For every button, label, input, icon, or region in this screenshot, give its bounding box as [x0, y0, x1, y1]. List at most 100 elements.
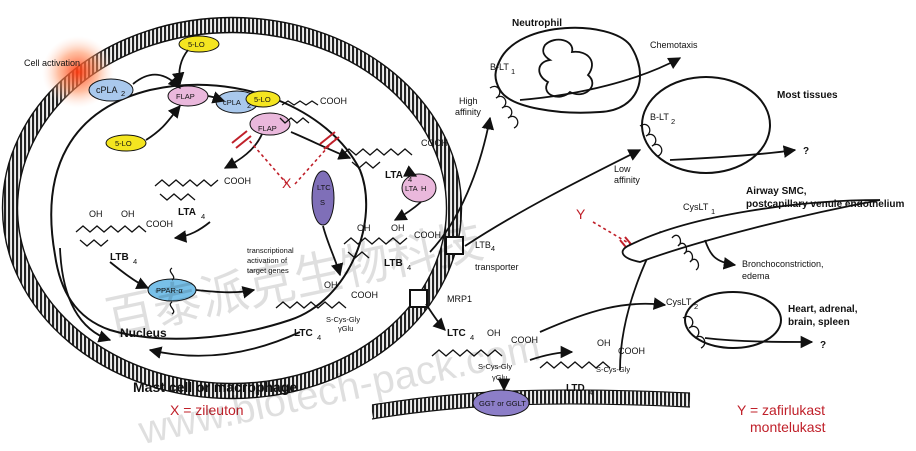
svg-text:brain, spleen: brain, spleen [788, 317, 850, 328]
svg-text:Heart, adrenal,: Heart, adrenal, [788, 304, 858, 315]
svg-text:edema: edema [742, 271, 770, 281]
lta4-molecule-inner: COOH LTA 4 [154, 176, 251, 221]
svg-text:H: H [421, 184, 426, 193]
svg-text:LTC: LTC [294, 328, 313, 339]
svg-text:4: 4 [201, 212, 205, 221]
svg-text:LTA: LTA [178, 207, 196, 218]
svg-text:LTC: LTC [447, 328, 466, 339]
svg-text:OH: OH [357, 223, 371, 233]
ggt-enzyme: GGT or GGLT [472, 389, 530, 417]
ltd4-molecule: OH COOH S-Cys-Gly LTD 4 [539, 338, 645, 397]
low-affinity-2: affinity [614, 175, 640, 185]
low-affinity-1: Low [614, 164, 631, 174]
svg-text:FLAP: FLAP [258, 124, 277, 133]
antagonist-inhibition: Y [576, 206, 636, 253]
y-drug-label-2: montelukast [750, 419, 826, 435]
svg-text:4: 4 [407, 263, 411, 272]
svg-text:COOH: COOH [511, 335, 538, 345]
y-drug-label-1: Y = zafirlukast [737, 402, 825, 418]
transcriptional-label: transcriptional activation of target gen… [247, 246, 294, 275]
svg-text:LTA: LTA [405, 184, 418, 193]
b-lt1-receptor: B-LT 1 [489, 62, 519, 129]
svg-text:?: ? [803, 146, 809, 157]
mrp1-box [409, 289, 428, 308]
svg-text:5-LO: 5-LO [188, 40, 205, 49]
most-tissues-cell: Most tissues B-LT 2 ? [639, 76, 838, 174]
chemotaxis-arrow [519, 57, 682, 101]
high-affinity-1: High [459, 96, 478, 106]
lta4-molecule-upper: COOH LTA 4 [341, 138, 448, 184]
svg-text:B-LT: B-LT [650, 112, 669, 122]
flap-enzyme-left: FLAP [167, 85, 209, 107]
svg-text:2: 2 [671, 117, 675, 126]
nucleus-envelope [50, 83, 368, 340]
ltc4s-enzyme: LTC S [311, 170, 335, 226]
svg-text:B-LT: B-LT [490, 62, 509, 72]
x-drug-label: X = zileuton [170, 402, 244, 418]
svg-text:4: 4 [133, 257, 137, 266]
ltb4-molecule-membrane: OH OH COOH LTB 4 [343, 223, 441, 272]
svg-text:2: 2 [247, 101, 251, 110]
svg-text:4: 4 [470, 333, 474, 342]
svg-text:COOH: COOH [618, 346, 645, 356]
airway-smc-cell: CysLT 1 Airway SMC, postcapillary venule… [621, 186, 904, 281]
svg-text:5-LO: 5-LO [115, 139, 132, 148]
heart-cell: CysLT 2 Heart, adrenal, brain, spleen ? [666, 291, 858, 351]
svg-text:activation of: activation of [247, 256, 288, 265]
mast-cell-membrane [1, 16, 463, 400]
svg-text:cPLA: cPLA [96, 85, 118, 95]
cell-name-label: Mast cell or macrophage [133, 379, 297, 395]
svg-text:Neutrophil: Neutrophil [512, 18, 562, 29]
svg-text:Airway SMC,: Airway SMC, [746, 186, 807, 197]
ltb4-transporter-label: LTB4 [475, 240, 495, 253]
five-lo-enzyme-bottom: 5-LO [105, 134, 147, 152]
svg-text:S-Cys-Gly: S-Cys-Gly [478, 362, 512, 371]
svg-text:Y: Y [576, 206, 586, 222]
svg-text:CysLT: CysLT [666, 297, 692, 307]
svg-text:COOH: COOH [351, 290, 378, 300]
svg-text:OH: OH [324, 280, 338, 290]
cell-activation-label: Cell activation [24, 58, 80, 68]
ltb4-transporter-box [445, 236, 464, 255]
svg-text:S: S [320, 198, 325, 207]
svg-text:FLAP: FLAP [176, 92, 195, 101]
flap-complex: FLAP cPLA 2 5-LO COOH [215, 90, 347, 136]
svg-text:COOH: COOH [320, 96, 347, 106]
svg-text:LTB: LTB [110, 252, 129, 263]
svg-text:PPAR-α: PPAR-α [156, 286, 183, 295]
neutrophil-cell: Neutrophil [494, 18, 641, 114]
svg-text:LTA: LTA [385, 170, 403, 181]
svg-text:1: 1 [711, 207, 715, 216]
svg-text:COOH: COOH [224, 176, 251, 186]
svg-text:cPLA: cPLA [223, 98, 241, 107]
svg-text:GGT or GGLT: GGT or GGLT [479, 399, 526, 408]
five-lo-enzyme-top: 5-LO [178, 35, 220, 53]
svg-text:Bronchoconstriction,: Bronchoconstriction, [742, 259, 824, 269]
svg-text:2: 2 [121, 89, 125, 98]
mrp1-label: MRP1 [447, 294, 472, 304]
svg-text:target genes: target genes [247, 266, 289, 275]
svg-text:1: 1 [511, 67, 515, 76]
svg-text:COOH: COOH [146, 219, 173, 229]
svg-text:LTD: LTD [566, 383, 585, 394]
cpla2-enzyme-left: cPLA 2 [88, 78, 134, 102]
chemotaxis-label: Chemotaxis [650, 40, 698, 50]
svg-text:S-Cys-Gly: S-Cys-Gly [326, 315, 360, 324]
high-affinity-2: affinity [455, 107, 481, 117]
svg-text:5-LO: 5-LO [254, 95, 271, 104]
svg-text:X: X [282, 175, 292, 191]
svg-text:?: ? [820, 340, 826, 351]
svg-text:LTC: LTC [317, 183, 331, 192]
svg-text:LTB: LTB [384, 258, 403, 269]
svg-text:CysLT: CysLT [683, 202, 709, 212]
svg-text:OH: OH [121, 209, 135, 219]
svg-text:4: 4 [408, 175, 412, 184]
svg-text:2: 2 [694, 302, 698, 311]
svg-text:COOH: COOH [414, 230, 441, 240]
svg-text:4: 4 [317, 333, 321, 342]
zileuton-inhibition: X [231, 130, 340, 191]
svg-text:4: 4 [589, 388, 593, 397]
svg-text:OH: OH [89, 209, 103, 219]
